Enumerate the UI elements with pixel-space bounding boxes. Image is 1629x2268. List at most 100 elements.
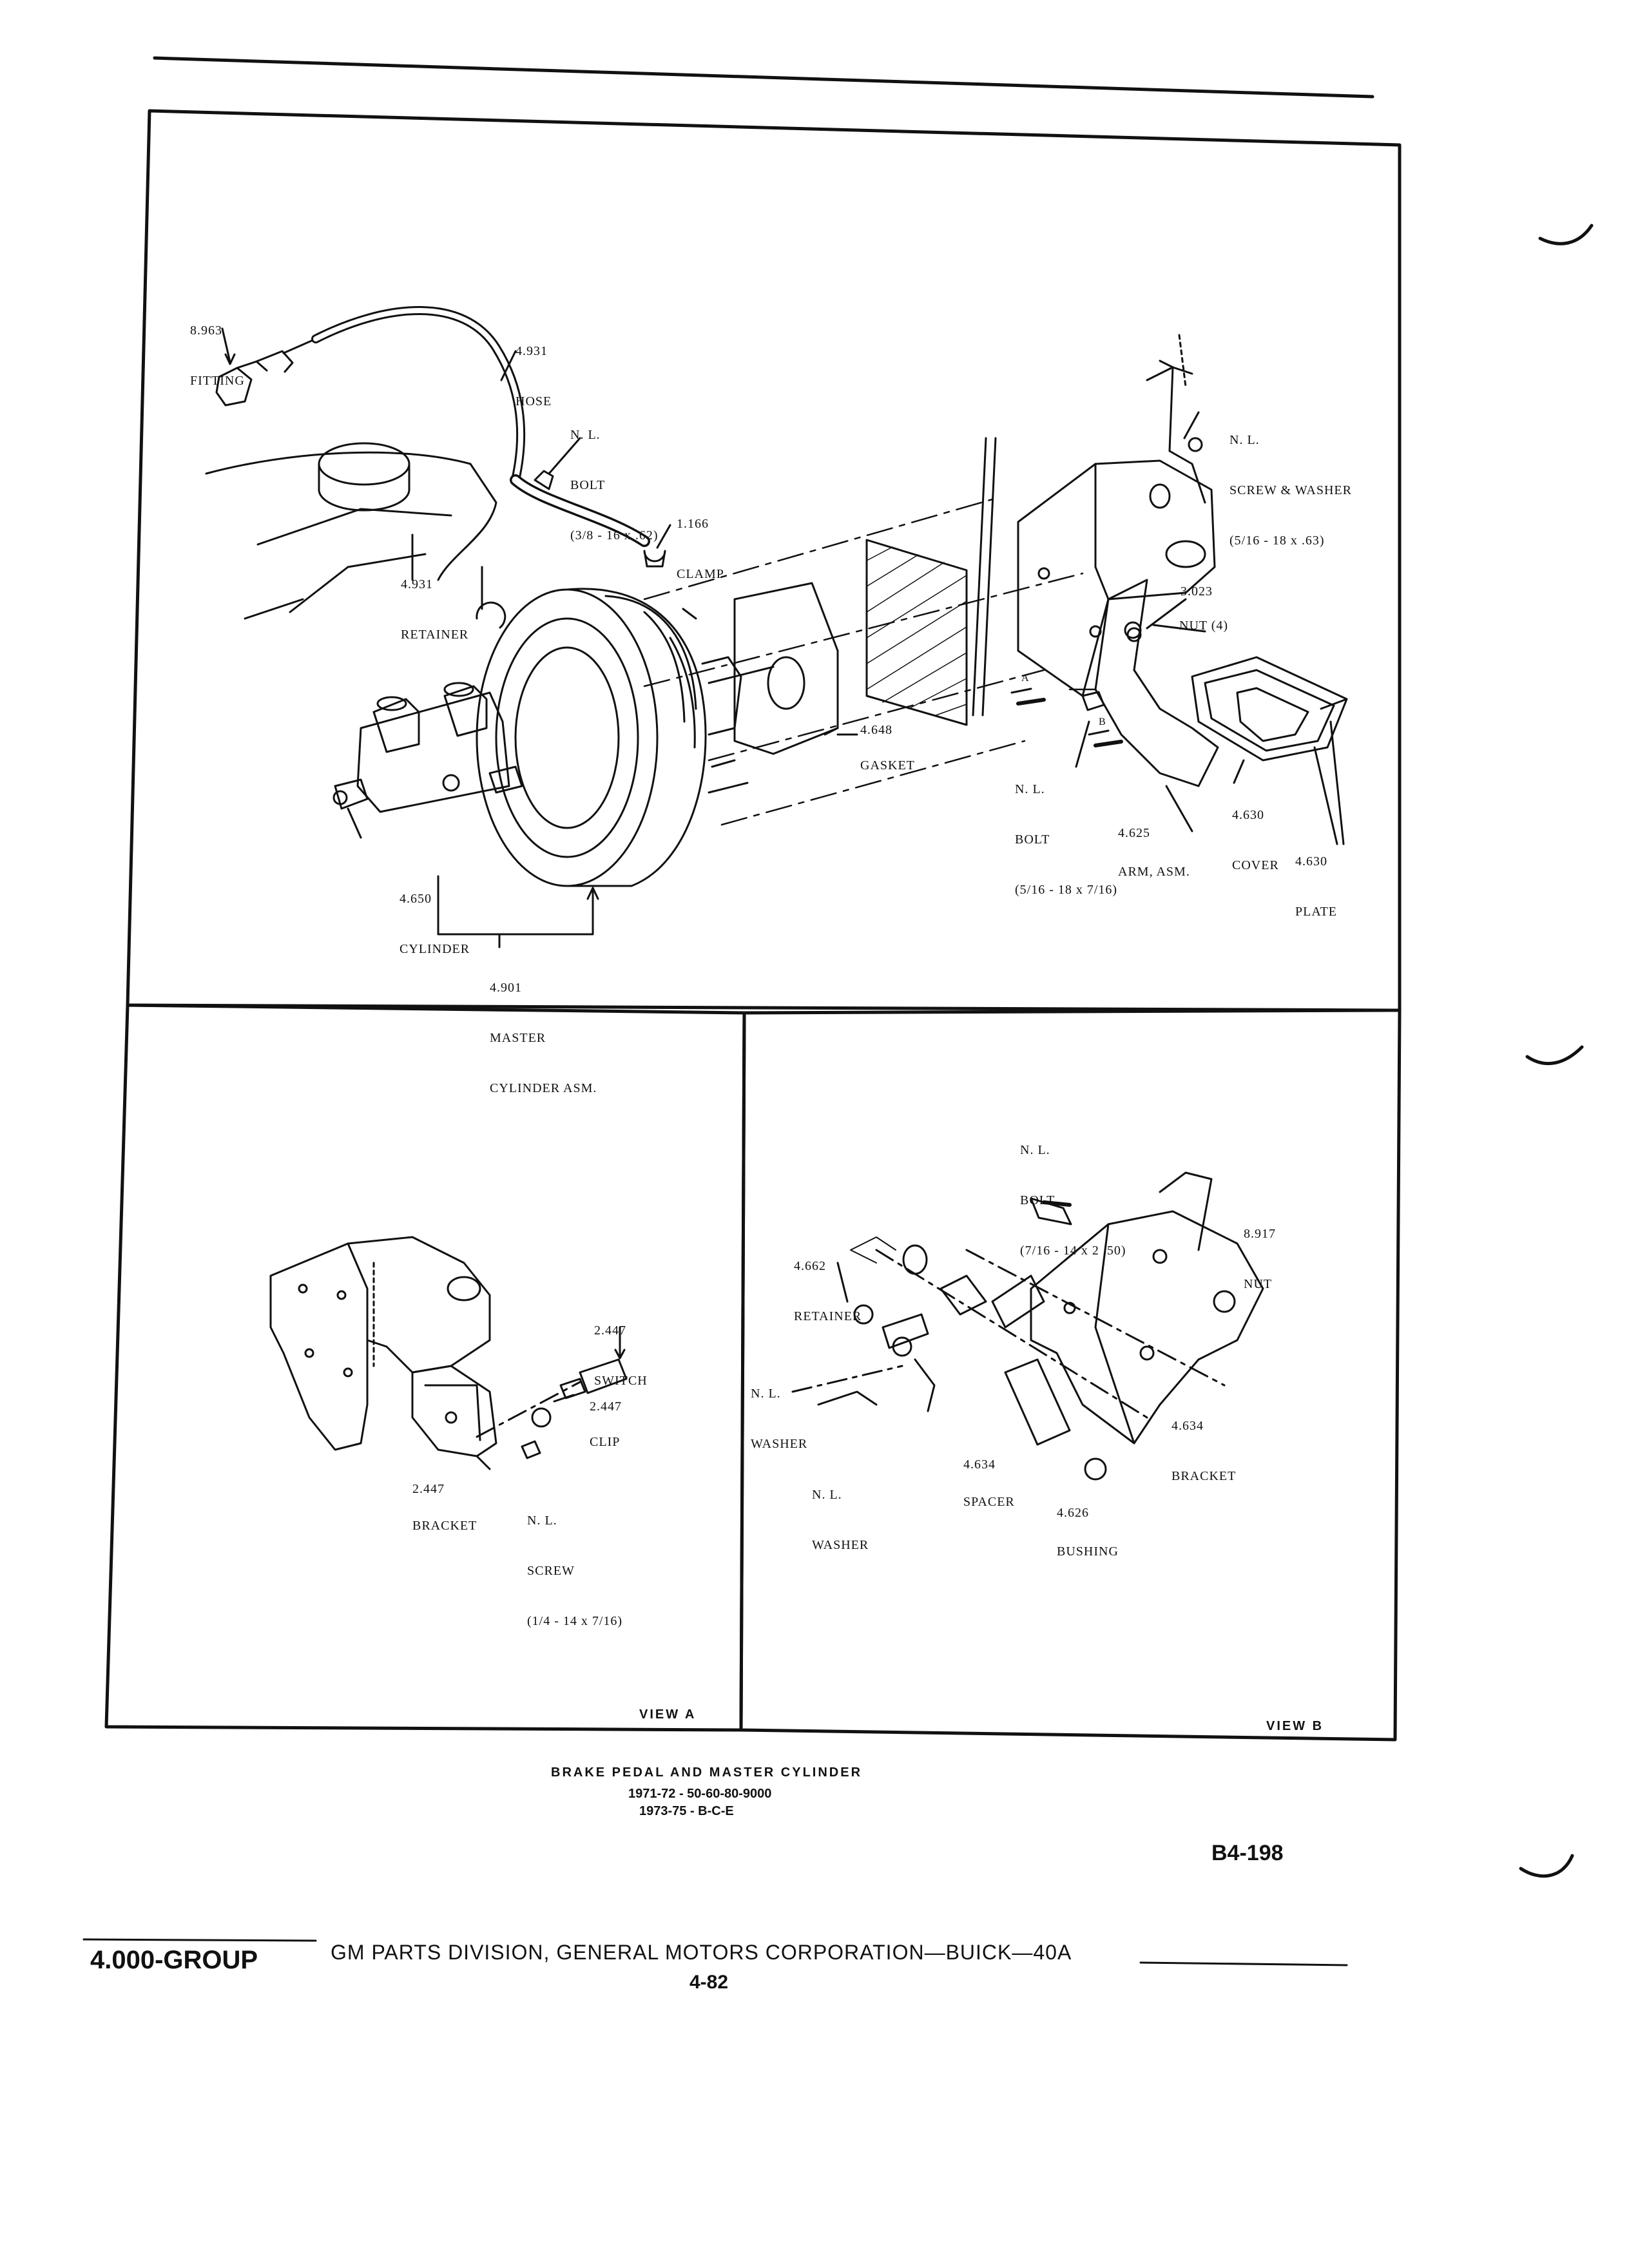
page-code: B4-198 xyxy=(1211,1841,1284,1865)
gasket-part xyxy=(865,539,968,726)
caption-line3: 1973-75 - B-C-E xyxy=(639,1804,734,1818)
hose-number: 4.931 xyxy=(516,344,548,358)
pedal-bracket-part xyxy=(1017,334,1216,697)
plate-callout: 4.630 PLATE xyxy=(1295,820,1337,954)
bolt-mid-callout: N. L. BOLT (5/16 - 18 x 7/16) xyxy=(1015,747,1117,932)
cover-callout: 4.630 COVER xyxy=(1232,773,1279,907)
bolt-top-line1: N. L. xyxy=(570,428,601,442)
switch-name: SWITCH xyxy=(594,1374,648,1388)
hose-callout: 4.931 HOSE xyxy=(516,309,552,443)
view-b-frame xyxy=(739,1008,1402,1742)
page-number: 4-82 xyxy=(689,1972,729,1993)
spacer-name: SPACER xyxy=(963,1495,1015,1509)
screw-washer-line1: N. L. xyxy=(1229,433,1260,447)
bolt-b-line2: BOLT xyxy=(1020,1193,1055,1207)
spacer-number: 4.634 xyxy=(963,1457,996,1472)
bolt-b-line3: (7/16 - 14 x 2 .50) xyxy=(1020,1244,1126,1258)
cylinder-callout: 4.650 CYLINDER xyxy=(400,857,470,991)
cover-number: 4.630 xyxy=(1232,808,1264,822)
fitting-name: FITTING xyxy=(190,374,245,388)
master-line2: MASTER xyxy=(490,1031,546,1045)
retainer-b-name: RETAINER xyxy=(794,1309,862,1323)
screw-a-line2: SCREW xyxy=(527,1564,575,1578)
nut-b-name: NUT xyxy=(1244,1277,1273,1291)
plate-name: PLATE xyxy=(1295,905,1337,919)
master-number: 4.901 xyxy=(490,981,522,995)
master-callout: 4.901 MASTER CYLINDER ASM. xyxy=(490,946,597,1130)
bolt-mid-line1: N. L. xyxy=(1015,782,1045,796)
clip-name: CLIP xyxy=(590,1435,621,1449)
view-a-frame xyxy=(104,1003,746,1732)
bolt-b-line1: N. L. xyxy=(1020,1143,1050,1157)
bushing-name: BUSHING xyxy=(1057,1544,1119,1559)
bracket-b-callout: 4.634 BRACKET xyxy=(1171,1384,1236,1518)
retainer-callout: 4.931 RETAINER xyxy=(401,543,468,677)
main-frame xyxy=(126,109,1402,1012)
clamp-name: CLAMP xyxy=(677,567,724,581)
screw-washer-callout: N. L. SCREW & WASHER (5/16 - 18 x .63) xyxy=(1229,398,1352,582)
nut-name: NUT (4) xyxy=(1179,619,1229,633)
hose-name: HOSE xyxy=(516,394,552,408)
fitting-part xyxy=(215,327,317,407)
retainer-name: RETAINER xyxy=(401,628,469,642)
screw-a-callout: N. L. SCREW (1/4 - 14 x 7/16) xyxy=(527,1479,622,1663)
bracket-b-name: BRACKET xyxy=(1171,1469,1237,1483)
view-b-marker: B xyxy=(1099,716,1106,727)
bolt-top-line3: (3/8 - 16 x .62) xyxy=(570,528,659,543)
top-rule xyxy=(153,56,1374,99)
gasket-name: GASKET xyxy=(860,758,915,773)
booster-part xyxy=(476,588,775,887)
view-a-art xyxy=(269,1236,628,1470)
fitting-callout: 8.963 FITTING xyxy=(190,289,245,423)
view-a-marker: A xyxy=(1021,673,1030,684)
switch-callout: 2.447 SWITCH xyxy=(594,1289,648,1423)
retainer-b-callout: 4.662 RETAINER xyxy=(794,1224,862,1358)
screw-washer-line2: SCREW & WASHER xyxy=(1229,483,1352,497)
screw-a-line1: N. L. xyxy=(527,1514,557,1528)
arm-name: ARM, ASM. xyxy=(1118,865,1190,879)
bushing-number: 4.626 xyxy=(1057,1506,1089,1520)
nut-number: 3.023 xyxy=(1181,584,1213,599)
washer-b2-callout: N. L. WASHER xyxy=(812,1453,869,1587)
washer-b1-line1: N. L. xyxy=(751,1387,781,1401)
bolt-mid-line3: (5/16 - 18 x 7/16) xyxy=(1015,883,1118,897)
division-label: GM PARTS DIVISION, GENERAL MOTORS CORPOR… xyxy=(331,1941,1072,1964)
margin-mark xyxy=(1538,224,1594,245)
nut-b-callout: 8.917 NUT xyxy=(1244,1192,1276,1326)
master-line3: CYLINDER ASM. xyxy=(490,1081,597,1095)
bolt-top-line2: BOLT xyxy=(570,478,606,492)
plate-number: 4.630 xyxy=(1295,854,1327,869)
view-a-title: VIEW A xyxy=(639,1707,697,1722)
washer-b1-line2: WASHER xyxy=(751,1437,808,1451)
washer-b1-callout: N. L. WASHER xyxy=(751,1352,807,1486)
screw-washer-line3: (5/16 - 18 x .63) xyxy=(1229,533,1325,548)
washer-b2-line2: WASHER xyxy=(812,1538,869,1552)
caption-line2: 1971-72 - 50-60-80-9000 xyxy=(628,1787,772,1801)
bolt-top-callout: N. L. BOLT (3/8 - 16 x .62) xyxy=(570,393,659,577)
clamp-number: 1.166 xyxy=(677,517,709,531)
bolt-b-callout: N. L. BOLT (7/16 - 14 x 2 .50) xyxy=(1020,1108,1126,1293)
bolt-mid-line2: BOLT xyxy=(1015,832,1050,847)
bracket-a-number: 2.447 xyxy=(412,1482,445,1496)
retainer-number: 4.931 xyxy=(401,577,433,591)
bracket-b-number: 4.634 xyxy=(1171,1419,1204,1433)
gasket-number: 4.648 xyxy=(860,723,892,737)
arm-number: 4.625 xyxy=(1118,826,1150,840)
margin-mark xyxy=(1519,1854,1574,1878)
view-b-title: VIEW B xyxy=(1266,1719,1324,1733)
switch-number: 2.447 xyxy=(594,1323,626,1338)
retainer-b-number: 4.662 xyxy=(794,1259,826,1273)
fitting-number: 8.963 xyxy=(190,323,222,338)
washer-b2-line1: N. L. xyxy=(812,1488,842,1502)
view-b-art xyxy=(791,1171,1264,1481)
cover-name: COVER xyxy=(1232,858,1279,872)
nut-b-number: 8.917 xyxy=(1244,1227,1276,1241)
clamp-callout: 1.166 CLAMP xyxy=(677,482,724,616)
caption-title: BRAKE PEDAL AND MASTER CYLINDER xyxy=(551,1765,863,1780)
cylinder-name: CYLINDER xyxy=(400,942,470,956)
pedal-pad-part xyxy=(1191,656,1348,845)
group-label: 4.000-GROUP xyxy=(90,1946,258,1974)
cylinder-number: 4.650 xyxy=(400,892,432,906)
